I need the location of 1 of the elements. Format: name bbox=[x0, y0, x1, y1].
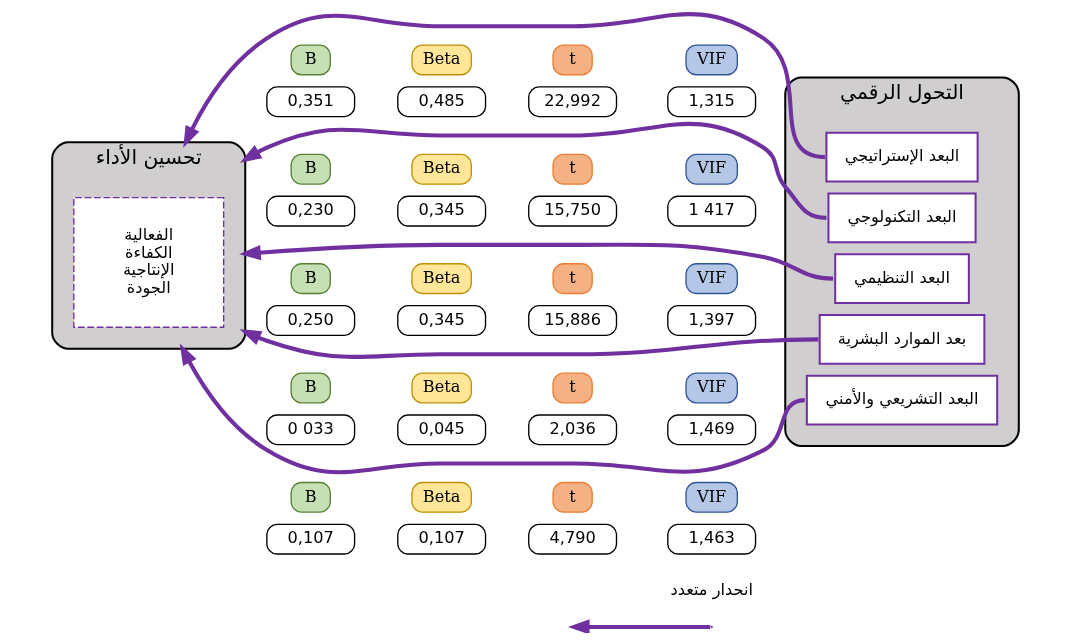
legend-label: انحدار متعدد bbox=[669, 579, 753, 599]
